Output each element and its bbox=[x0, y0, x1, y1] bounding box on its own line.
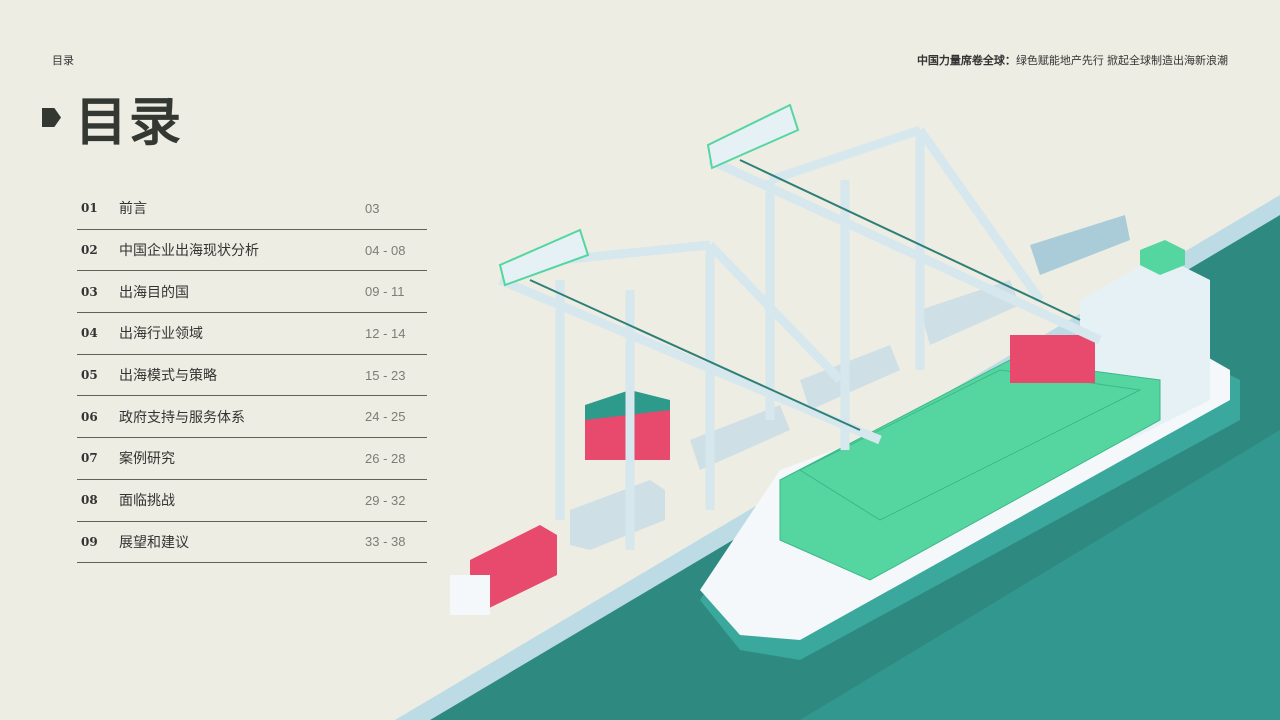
toc-item[interactable]: 03 出海目的国 09 - 11 bbox=[77, 271, 427, 314]
toc-label: 案例研究 bbox=[119, 450, 175, 467]
page-title: 目录 bbox=[75, 94, 184, 152]
table-of-contents: 01 前言 03 02 中国企业出海现状分析 04 - 08 03 出海目的国 09 - 1… bbox=[77, 188, 427, 564]
arrow-marker-icon bbox=[42, 108, 61, 127]
green-containers bbox=[779, 359, 1161, 581]
toc-item[interactable]: 06 政府支持与服务体系 24 - 25 bbox=[77, 396, 427, 439]
toc-label: 展望和建议 bbox=[119, 533, 189, 550]
toc-item[interactable]: 01 前言 03 bbox=[77, 188, 427, 230]
toc-pages: 26 - 28 bbox=[365, 450, 406, 466]
toc-item[interactable]: 07 案例研究 26 - 28 bbox=[77, 438, 427, 480]
tagline-bold: 中国力量席卷全球： bbox=[916, 55, 1016, 67]
title-block: 目录 bbox=[42, 80, 183, 155]
breadcrumb: 目录 bbox=[52, 55, 74, 67]
toc-item[interactable]: 05 出海模式与策略 15 - 23 bbox=[77, 355, 427, 397]
toc-item[interactable]: 04 出海行业领域 12 - 14 bbox=[77, 313, 427, 355]
toc-label: 政府支持与服务体系 bbox=[119, 408, 245, 425]
toc-number: 04 bbox=[81, 326, 98, 341]
toc-pages: 33 - 38 bbox=[365, 534, 406, 550]
toc-pages: 04 - 08 bbox=[365, 242, 406, 258]
toc-pages: 03 bbox=[365, 200, 380, 216]
toc-label: 中国企业出海现状分析 bbox=[119, 242, 259, 259]
toc-pages: 15 - 23 bbox=[365, 367, 406, 383]
toc-item[interactable]: 09 展望和建议 33 - 38 bbox=[77, 522, 427, 564]
toc-item[interactable]: 08 面临挑战 29 - 32 bbox=[77, 480, 427, 522]
toc-pages: 12 - 14 bbox=[365, 325, 406, 341]
toc-number: 05 bbox=[81, 368, 98, 383]
toc-pages: 09 - 11 bbox=[365, 284, 405, 300]
sea-light bbox=[800, 430, 1280, 720]
toc-number: 09 bbox=[81, 534, 98, 549]
toc-label: 面临挑战 bbox=[119, 492, 175, 509]
toc-pages: 24 - 25 bbox=[365, 409, 406, 425]
red-truck bbox=[470, 525, 557, 610]
toc-label: 出海行业领域 bbox=[119, 325, 203, 342]
toc-number: 02 bbox=[81, 243, 98, 258]
toc-pages: 29 - 32 bbox=[365, 492, 406, 508]
toc-number: 08 bbox=[81, 493, 98, 508]
crane-cabins bbox=[498, 103, 800, 287]
toc-label: 前言 bbox=[119, 200, 147, 217]
toc-number: 06 bbox=[81, 409, 98, 424]
toc-number: 01 bbox=[81, 201, 98, 216]
toc-number: 07 bbox=[81, 451, 98, 466]
toc-label: 出海模式与策略 bbox=[119, 367, 217, 384]
toc-number: 03 bbox=[81, 284, 98, 299]
toc-item[interactable]: 02 中国企业出海现状分析 04 - 08 bbox=[77, 230, 427, 272]
cranes bbox=[498, 125, 1102, 550]
tagline-rest: 绿色赋能地产先行 掀起全球制造出海新浪潮 bbox=[1015, 55, 1228, 67]
toc-label: 出海目的国 bbox=[119, 283, 189, 300]
report-tagline: 中国力量席卷全球：绿色赋能地产先行 掀起全球制造出海新浪潮 bbox=[917, 52, 1228, 68]
red-container bbox=[1010, 335, 1095, 383]
